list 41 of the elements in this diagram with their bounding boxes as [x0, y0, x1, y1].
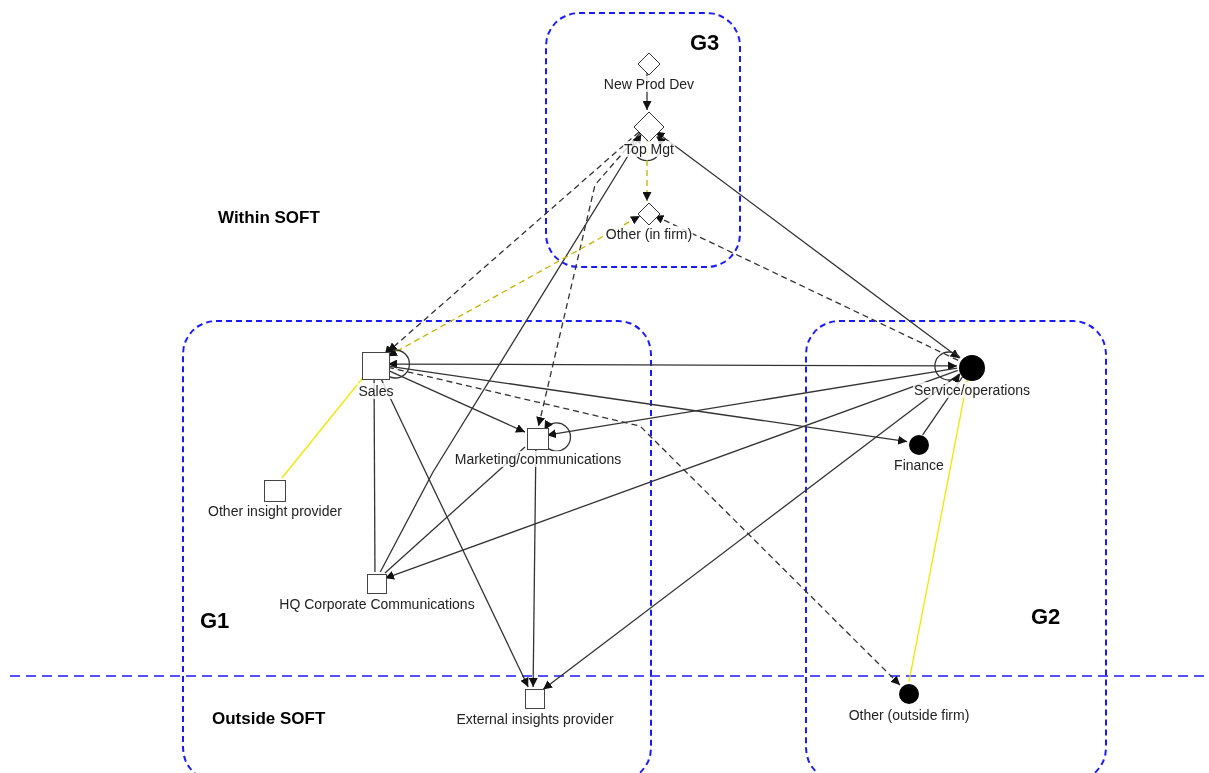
group-label: G3 [690, 32, 720, 54]
region-label: Outside SOFT [212, 708, 326, 730]
arrow [380, 377, 529, 688]
connector-line [281, 377, 364, 479]
arrow [546, 367, 958, 439]
group-label: G1 [200, 610, 230, 632]
arrow [379, 133, 642, 573]
arrow [384, 369, 959, 580]
connector-line [922, 376, 964, 436]
loop-arrow [384, 345, 411, 379]
group-region [545, 12, 741, 268]
connector-line [373, 377, 376, 573]
loop-arrow [934, 351, 961, 385]
connector-line [908, 378, 969, 683]
group-region [805, 320, 1107, 773]
node-label: Sales [357, 383, 395, 399]
node-label: External insights provider [455, 711, 615, 727]
node-label: Marketing/communications [453, 451, 623, 467]
node-label: Service/operations [913, 382, 1031, 398]
node-label: Finance [893, 457, 945, 473]
arrow [654, 130, 961, 359]
loop-arrow [543, 419, 572, 452]
arrow [536, 132, 641, 427]
group-label: G2 [1031, 606, 1061, 628]
arrow [387, 131, 640, 353]
node-label: HQ Corporate Communications [278, 596, 476, 612]
arrow [387, 365, 908, 445]
arrow [387, 359, 958, 371]
connector-line [384, 446, 526, 574]
arrow [528, 447, 538, 688]
arrow [387, 369, 526, 433]
arrow [642, 139, 652, 202]
node-label: Other insight provider [207, 503, 343, 519]
arrow [542, 373, 961, 691]
group-region [182, 320, 652, 773]
arrow [642, 72, 652, 111]
node-label: Other (outside firm) [847, 707, 971, 723]
region-label: Within SOFT [218, 207, 320, 229]
arrow [387, 215, 641, 357]
arrow [387, 366, 901, 686]
node-label: Top Mgt [623, 141, 675, 157]
